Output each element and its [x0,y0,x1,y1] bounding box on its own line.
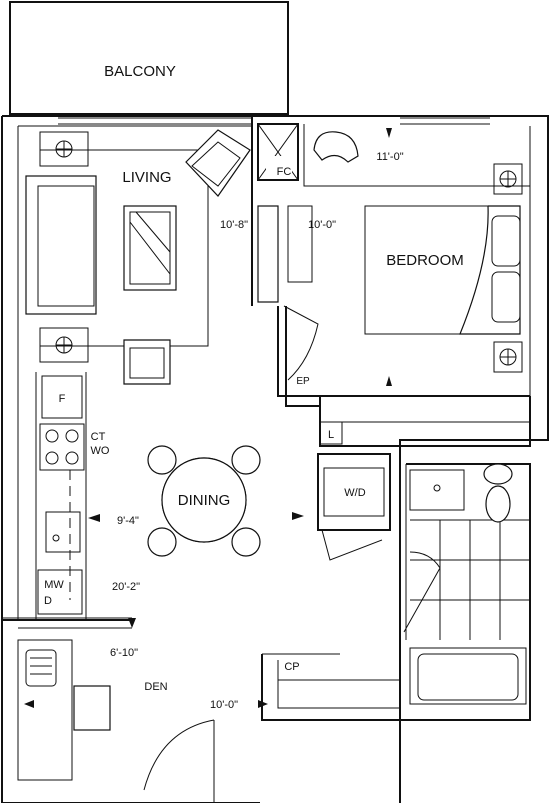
bedroom-door [283,305,319,381]
dim-living-width: 10'-8" [220,219,248,231]
laundry: W/D [317,453,391,561]
ct-label: CT [91,431,106,443]
living-label: LIVING [122,169,171,186]
den-label: DEN [144,681,167,693]
dining-label: DINING [178,492,231,509]
bedroom-walls: L [251,116,531,447]
kitchen: F CT WO MW D [35,372,110,620]
living: LIVING [25,129,313,385]
balcony-label: BALCONY [104,63,176,80]
dimension-arrows [24,128,392,708]
dining: DINING [147,445,261,557]
outer-walls [1,115,549,803]
wo-label: WO [91,445,110,457]
dim-bedroom-top: 11'-0" [376,151,403,163]
dim-kitchen: 9'-4" [117,515,139,527]
bedroom-label: BEDROOM [386,252,464,269]
dim-unit-length: 20'-2" [112,581,140,593]
fc-closet: FC [257,123,299,181]
ep-label: EP [296,376,310,387]
f-label: F [59,393,66,405]
balcony: BALCONY [9,1,289,115]
d-label: D [44,595,52,607]
wd-label: W/D [344,487,365,499]
dim-den-depth: 6'-10" [110,647,138,659]
dim-bedroom-width: 10'-0" [308,219,336,231]
mw-label: MW [44,579,64,591]
fc-label: FC [277,166,292,178]
l-label: L [328,429,334,441]
bathroom [403,463,531,720]
den: CP DEN [2,619,531,803]
cp-label: CP [284,661,299,673]
dim-den-width: 10'-0" [210,699,238,711]
bedroom: BEDROOM [313,131,523,373]
